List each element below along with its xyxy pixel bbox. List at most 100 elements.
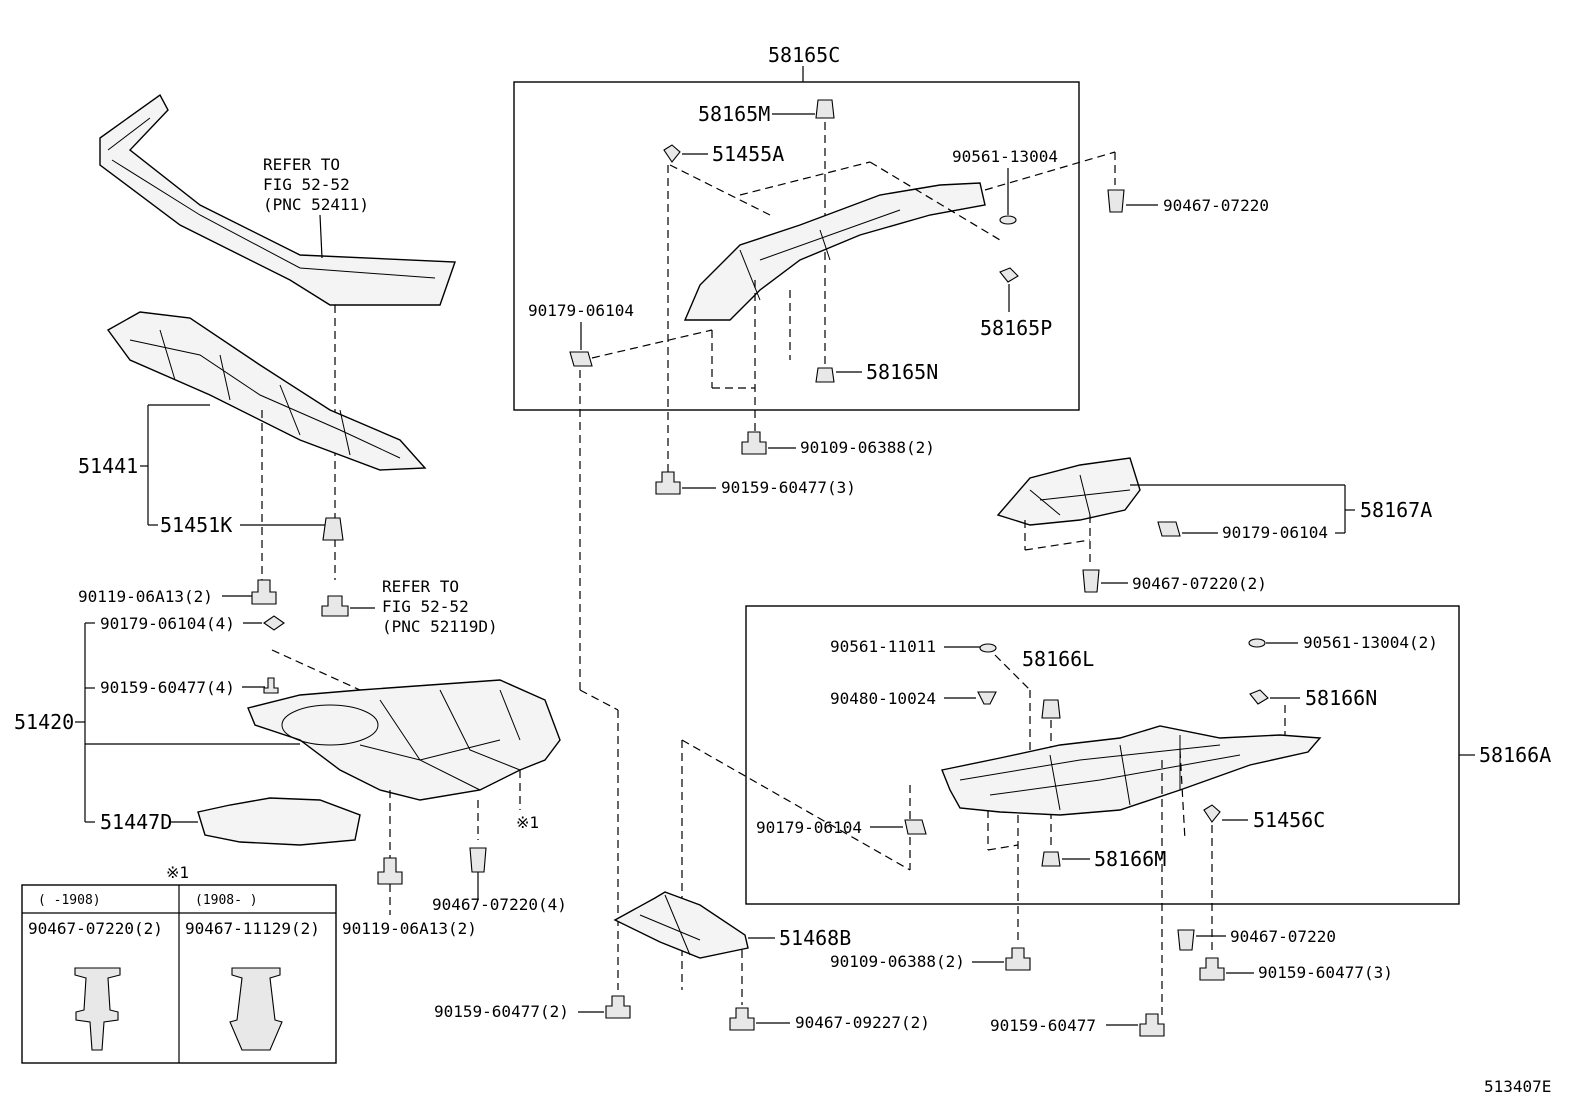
label-58166A: 58166A [1479,743,1551,767]
refer-label-4: REFER TO [382,577,459,596]
variant-table [21,884,337,1064]
label-90467-07220-top: 90467-07220 [1163,196,1269,215]
clip-icon [74,967,121,1051]
washer-icon [999,215,1017,225]
clip-icon [1107,189,1125,213]
label-90467-09227-2: 90467-09227(2) [795,1013,930,1032]
leader-dash [1179,749,1186,841]
label-90480-10024: 90480-10024 [830,689,936,708]
leader [319,214,323,259]
bolt-icon [377,857,403,885]
label-90119-06A13-b: 90119-06A13(2) [342,919,477,938]
label-90179-06104-4: 90179-06104(4) [100,614,235,633]
clip-icon [1177,929,1195,951]
label-90179-06104-r: 90179-06104 [1222,523,1328,542]
refer-label-2: FIG 52-52 [263,175,350,194]
clip-icon [815,367,835,383]
clip-icon [1082,569,1100,593]
bolt-icon [1005,947,1031,971]
bumper-cover-illustration [99,93,456,306]
nut-icon [1157,521,1181,537]
clip-icon [469,847,487,873]
label-51441: 51441 [78,454,138,478]
table-cell-2: 90467-11129(2) [185,919,320,938]
label-51420: 51420 [14,710,74,734]
label-58165C: 58165C [768,43,840,67]
label-51451K: 51451K [160,513,232,537]
label-58166M: 58166M [1094,847,1166,871]
absorber-illustration [106,311,427,471]
label-90159-60477-b: 90159-60477 [990,1016,1096,1035]
note-mark: ※1 [516,813,539,832]
label-90179-06104-m: 90179-06104 [756,818,862,837]
clip-51451K [322,517,344,541]
refer-label-6: (PNC 52119D) [382,617,498,636]
under-cover-illustration [247,679,561,801]
washer-icon [979,643,997,653]
bolt-icon [605,995,631,1019]
label-58166N: 58166N [1305,686,1377,710]
clip-icon [977,691,997,705]
label-90109-06388-2-top: 90109-06388(2) [800,438,935,457]
bolt-icon [741,431,767,455]
label-90467-07220-2-r: 90467-07220(2) [1132,574,1267,593]
screw-icon [263,677,279,694]
clip-icon [1203,804,1221,823]
label-90159-60477-3-b: 90159-60477(3) [1258,963,1393,982]
nut-icon [569,351,593,367]
table-note: ※1 [166,863,189,882]
nut-icon [999,267,1019,283]
label-58165M: 58165M [698,102,770,126]
label-90119-06A13-a: 90119-06A13(2) [78,587,213,606]
group-box-58165C [513,81,1080,411]
splash-shield-illustration [613,891,749,959]
seal-illustration [197,797,361,846]
label-90467-07220-4: 90467-07220(4) [432,895,567,914]
figure-id: 513407E [1484,1077,1551,1096]
leader-dash [994,654,1031,691]
label-90179-06104-top: 90179-06104 [528,301,634,320]
table-header-1: ( -1908) [38,893,101,908]
label-90109-06388-2-b: 90109-06388(2) [830,952,965,971]
label-90561-13004: 90561-13004 [952,147,1058,166]
label-58165P: 58165P [980,316,1052,340]
label-90561-13004-2: 90561-13004(2) [1303,633,1438,652]
clip-icon [663,144,681,163]
nut-icon [904,819,927,835]
bolt-icon [321,595,349,617]
label-90159-60477-2: 90159-60477(2) [434,1002,569,1021]
leader-dash [579,689,619,711]
clip-icon [229,967,283,1051]
leader-dash [984,151,1116,191]
bolt-icon [251,579,277,605]
label-58165N: 58165N [866,360,938,384]
leader-dash [669,164,771,216]
clip-icon [815,99,835,119]
table-header-2: (1908- ) [195,893,258,908]
clip-icon [1041,851,1061,867]
side-cover-small-illustration [996,457,1141,526]
bolt-icon [729,1007,755,1031]
table-cell-1: 90467-07220(2) [28,919,163,938]
nut-icon [263,615,285,631]
refer-label-3: (PNC 52411) [263,195,369,214]
leader-dash [739,161,871,196]
leader-dash [987,844,1019,851]
leader-dash [271,649,361,691]
side-cover-illustration [683,182,986,321]
label-51455A: 51455A [712,142,784,166]
label-90561-11011: 90561-11011 [830,637,936,656]
label-51456C: 51456C [1253,808,1325,832]
label-51468B: 51468B [779,926,851,950]
refer-label-1: REFER TO [263,155,340,174]
washer-icon [1248,638,1266,648]
label-90159-60477-4: 90159-60477(4) [100,678,235,697]
leader-dash [681,739,911,871]
label-58166L: 58166L [1022,647,1094,671]
leader-dash [1024,539,1091,551]
label-58167A: 58167A [1360,498,1432,522]
clip-icon [1041,699,1061,719]
bolt-icon [655,471,681,495]
